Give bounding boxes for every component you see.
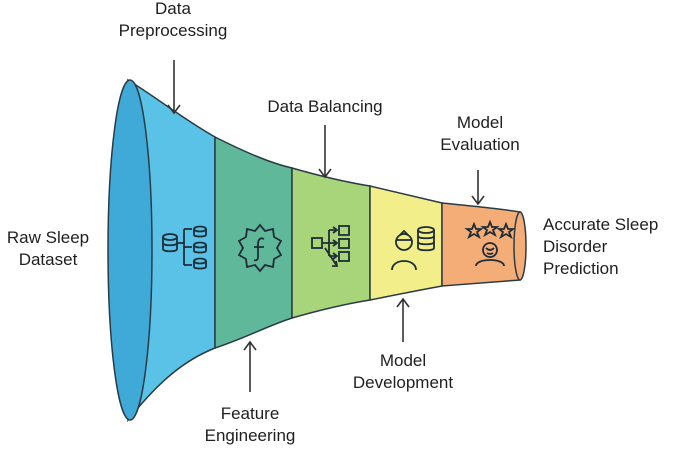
stage-4-label-line2: Development: [352, 373, 454, 392]
output-label: Accurate Sleep Disorder Prediction: [543, 214, 683, 280]
output-label-line1: Accurate Sleep: [543, 215, 659, 234]
stage-4-segment: [369, 185, 443, 301]
person-database-icon: [391, 226, 435, 271]
database-split-icon: [162, 225, 207, 270]
funnel-mouth: [107, 79, 153, 421]
stage-5-segment: [441, 202, 521, 287]
arrow-data-preprocessing: [167, 60, 181, 115]
funnel-outlet: [513, 211, 527, 281]
output-label-line3: Prediction: [543, 259, 619, 278]
stage-2-label-line1: Feature: [220, 404, 280, 423]
stage-5-label-line2: Evaluation: [440, 135, 520, 154]
arrow-feature-engineering: [243, 340, 257, 392]
arrow-model-development: [396, 297, 410, 342]
stage-1-label-line1: Data: [155, 0, 191, 18]
arrow-model-evaluation: [471, 170, 485, 206]
stage-4-label-line1: Model: [379, 351, 427, 370]
arrow-data-balancing: [318, 125, 332, 179]
input-label: Raw Sleep Dataset: [0, 227, 96, 271]
stage-4-label: Model Development: [328, 350, 478, 394]
stage-3-label-line1: Data Balancing: [267, 97, 383, 116]
output-label-line2: Disorder: [543, 237, 608, 256]
stage-2-label-line2: Engineering: [204, 426, 296, 445]
stage-2-label: Feature Engineering: [175, 403, 325, 447]
stars-rating-icon: [464, 219, 516, 267]
stage-5-label-line1: Model: [456, 113, 504, 132]
input-label-line2: Dataset: [18, 250, 78, 269]
stage-1-label-line2: Preprocessing: [118, 21, 228, 40]
flow-nodes-icon: [311, 225, 350, 267]
stage-5-label: Model Evaluation: [405, 112, 555, 156]
stage-3-label: Data Balancing: [250, 96, 400, 118]
stage-1-label: Data Preprocessing: [98, 0, 248, 42]
input-label-line1: Raw Sleep: [6, 228, 90, 247]
function-gear-icon: [237, 223, 283, 273]
